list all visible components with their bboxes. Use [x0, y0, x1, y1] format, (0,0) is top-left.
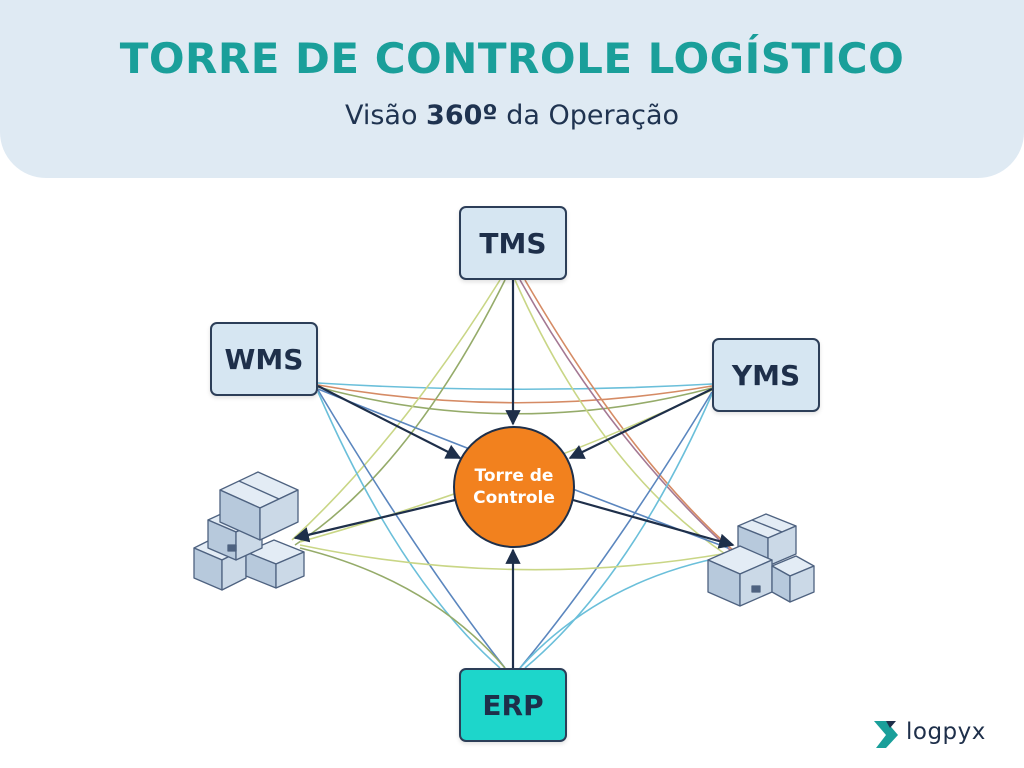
link-yms-erp-2 — [524, 393, 713, 669]
node-tms-label: TMS — [479, 226, 547, 260]
link-tms-boxr-2 — [524, 279, 736, 553]
link-tms-boxr-1 — [519, 279, 731, 551]
link-wms-yms-2 — [317, 384, 713, 404]
link-wms-erp-2 — [317, 391, 501, 669]
node-erp-label: ERP — [482, 688, 544, 722]
arrow-yms-center — [568, 388, 713, 459]
node-yms: YMS — [712, 338, 820, 412]
logpyx-logo-icon — [874, 721, 898, 748]
link-wms-erp-1 — [317, 389, 506, 669]
boxes-left-illustration — [193, 471, 305, 591]
link-tms-boxr-3 — [514, 279, 729, 557]
node-wms: WMS — [210, 322, 318, 396]
brand-logo: logpyx — [872, 716, 986, 748]
link-wms-yms-1 — [317, 382, 713, 391]
link-boxr-erp — [519, 555, 729, 669]
page-title: TORRE DE CONTROLE LOGÍSTICO — [119, 34, 905, 83]
link-tms-boxl-2 — [294, 279, 506, 546]
link-yms-erp-1 — [519, 391, 713, 669]
node-erp: ERP — [459, 668, 567, 742]
node-tms: TMS — [459, 206, 567, 280]
arrow-center-boxr — [572, 498, 735, 549]
center-arrows — [293, 280, 735, 668]
link-wms-yms-3 — [317, 386, 713, 415]
logo-text: logpyx — [906, 719, 986, 745]
link-boxl-erp — [299, 547, 506, 669]
header-banner: TORRE DE CONTROLE LOGÍSTICO Visão 360º d… — [0, 0, 1024, 178]
control-tower-hub: Torre de Controle — [453, 426, 575, 548]
subtitle-pre: Visão — [344, 100, 427, 131]
link-boxl-boxr — [299, 544, 729, 571]
hub-label-line1: Torre de — [474, 465, 554, 486]
subtitle-bold: 360º — [426, 100, 498, 131]
page-subtitle: Visão 360º da Operação — [0, 100, 1024, 131]
node-yms-label: YMS — [731, 358, 801, 392]
link-tms-boxl-1 — [291, 279, 501, 541]
hub-label-line2: Controle — [473, 488, 555, 508]
subtitle-post: da Operação — [497, 100, 680, 131]
node-wms-label: WMS — [224, 342, 304, 376]
arrow-center-boxl — [293, 498, 456, 543]
boxes-right-illustration — [707, 513, 815, 607]
arrow-wms-center — [317, 385, 462, 459]
